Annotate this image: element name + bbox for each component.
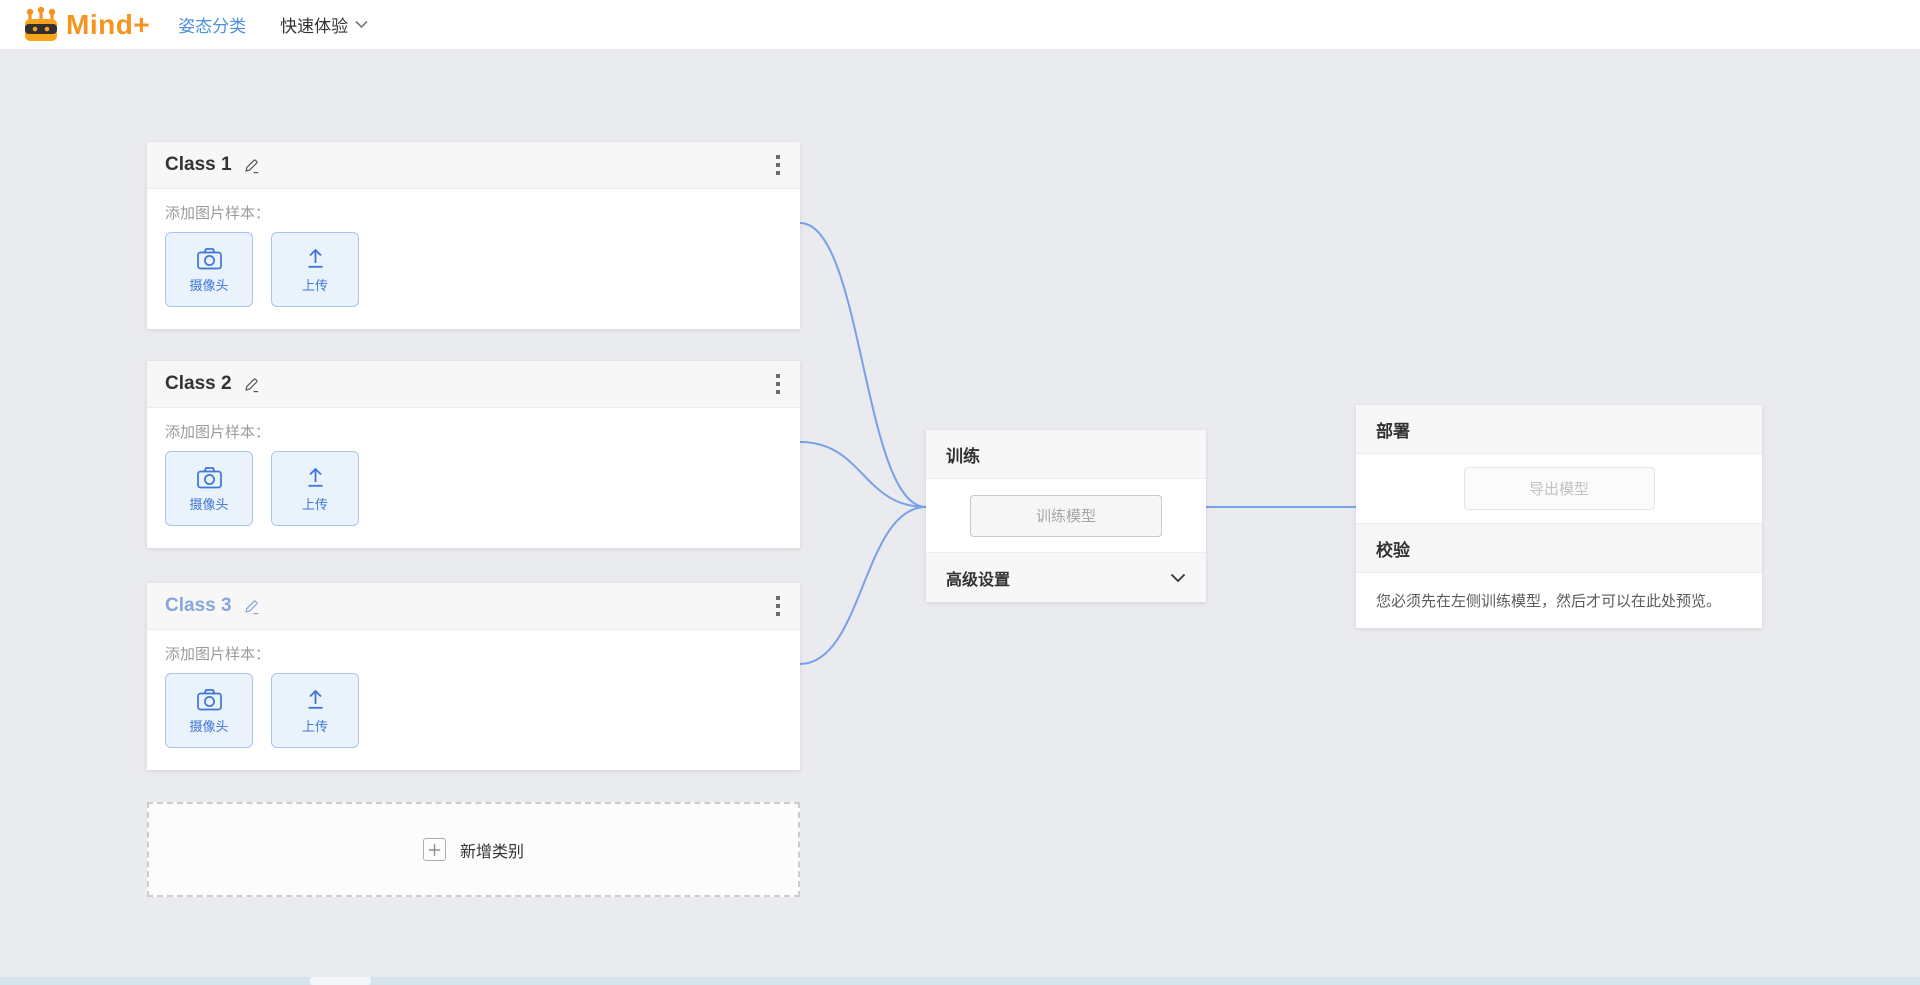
class-card-body: 添加图片样本： 摄像头: [147, 408, 800, 526]
camera-button-label: 摄像头: [189, 718, 229, 734]
deploy-title: 部署: [1376, 421, 1410, 441]
validation-message: 您必须先在左侧训练模型，然后才可以在此处预览。: [1376, 593, 1722, 610]
nav-project-name[interactable]: 姿态分类: [178, 17, 247, 36]
camera-button[interactable]: 摄像头: [165, 673, 253, 748]
camera-button[interactable]: 摄像头: [165, 232, 253, 307]
sample-label: 添加图片样本：: [165, 424, 271, 441]
advanced-settings-label: 高级设置: [946, 571, 1011, 589]
app-header: Mind+ 姿态分类 快速体验: [0, 0, 1920, 50]
class-card-1: Class 1 添加图片样本：: [147, 142, 800, 329]
kebab-menu-icon[interactable]: [770, 592, 786, 620]
kebab-menu-icon[interactable]: [770, 151, 786, 179]
nav-menu-label: 快速体验: [280, 17, 349, 36]
chevron-down-icon: [1170, 573, 1186, 583]
kebab-menu-icon[interactable]: [770, 370, 786, 398]
class-card-3: Class 3 添加图片样本：: [147, 583, 800, 770]
class-card-body: 添加图片样本： 摄像头: [147, 630, 800, 748]
class-card-body: 添加图片样本： 摄像头: [147, 189, 800, 307]
upload-button[interactable]: 上传: [271, 673, 359, 748]
class-title: Class 2: [165, 373, 232, 394]
train-model-button[interactable]: 训练模型: [970, 494, 1162, 537]
class-title: Class 1: [165, 154, 232, 175]
upload-button-label: 上传: [301, 718, 328, 734]
sample-label: 添加图片样本：: [165, 205, 271, 222]
upload-button[interactable]: 上传: [271, 232, 359, 307]
connector-class3-training: [799, 506, 927, 665]
horizontal-scrollbar-thumb[interactable]: [310, 977, 371, 985]
deploy-card: 部署 导出模型 校验 您必须先在左侧训练模型，然后才可以在此处预览。: [1356, 405, 1762, 628]
add-class-label: 新增类别: [459, 843, 524, 861]
camera-button[interactable]: 摄像头: [165, 451, 253, 526]
camera-icon: [196, 465, 223, 490]
export-model-button[interactable]: 导出模型: [1463, 467, 1655, 510]
upload-button-label: 上传: [301, 496, 328, 512]
camera-icon: [196, 246, 223, 271]
class-card-2: Class 2 添加图片样本：: [147, 361, 800, 548]
training-card: 训练 训练模型 高级设置: [926, 430, 1206, 602]
training-body: 训练模型: [926, 479, 1206, 552]
logo-text: Mind+: [66, 8, 151, 40]
plus-icon: [422, 838, 446, 861]
deploy-body: 导出模型: [1356, 454, 1762, 523]
class-card-header: Class 3: [147, 583, 800, 630]
mindplus-logo[interactable]: Mind+: [22, 6, 150, 43]
camera-icon: [196, 687, 223, 712]
validation-title: 校验: [1376, 540, 1410, 560]
training-title: 训练: [946, 446, 980, 466]
robot-logo-icon: [22, 6, 60, 43]
chevron-down-icon: [355, 20, 368, 29]
class-card-header: Class 1: [147, 142, 800, 189]
upload-button[interactable]: 上传: [271, 451, 359, 526]
class-card-header: Class 2: [147, 361, 800, 408]
upload-icon: [303, 687, 328, 712]
edit-icon[interactable]: [243, 376, 260, 393]
connector-class2-training: [799, 441, 927, 508]
deploy-header: 部署: [1356, 405, 1762, 454]
sample-label: 添加图片样本：: [165, 646, 271, 663]
upload-icon: [303, 465, 328, 490]
connector-class1-training: [799, 222, 927, 508]
camera-button-label: 摄像头: [189, 277, 229, 293]
upload-icon: [303, 246, 328, 271]
edit-icon[interactable]: [243, 157, 260, 174]
nav-menu-quick-experience[interactable]: 快速体验: [280, 12, 368, 37]
edit-icon[interactable]: [243, 598, 260, 615]
advanced-settings-row[interactable]: 高级设置: [926, 552, 1206, 602]
validation-header: 校验: [1356, 523, 1762, 573]
add-class-button[interactable]: 新增类别: [147, 802, 800, 897]
camera-button-label: 摄像头: [189, 496, 229, 512]
training-header: 训练: [926, 430, 1206, 479]
horizontal-scrollbar-track: [0, 977, 1920, 985]
class-title: Class 3: [165, 595, 232, 616]
upload-button-label: 上传: [301, 277, 328, 293]
